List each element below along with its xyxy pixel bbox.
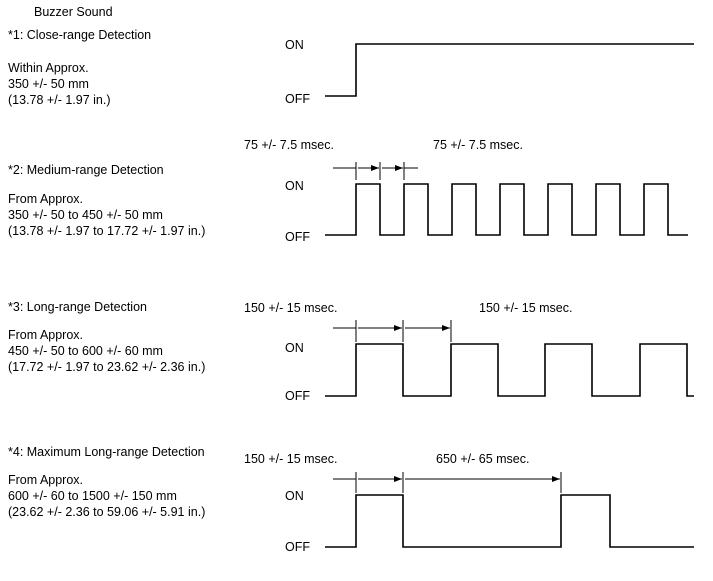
row2-desc-line3: (13.78 +/- 1.97 to 17.72 +/- 1.97 in.) xyxy=(8,224,206,238)
row2-waveform xyxy=(325,183,688,236)
row2-timing-left: 75 +/- 7.5 msec. xyxy=(244,138,334,152)
row4-on-label: ON xyxy=(285,489,304,503)
row4-desc-line2: 600 +/- 60 to 1500 +/- 150 mm xyxy=(8,489,177,503)
row1-desc-line2: 350 +/- 50 mm xyxy=(8,77,89,91)
diagram-title: Buzzer Sound xyxy=(34,5,113,19)
row2-off-label: OFF xyxy=(285,230,310,244)
row4-desc-line1: From Approx. xyxy=(8,473,84,487)
row2-heading: *2: Medium-range Detection xyxy=(8,163,164,177)
row4-off-label: OFF xyxy=(285,540,310,554)
row1-waveform xyxy=(325,43,694,97)
row3-on-label: ON xyxy=(285,341,304,355)
row4-timing-left: 150 +/- 15 msec. xyxy=(244,452,338,466)
row2-desc-line2: 350 +/- 50 to 450 +/- 50 mm xyxy=(8,208,163,222)
row4-waveform xyxy=(325,494,694,548)
row1-on-label: ON xyxy=(285,38,304,52)
row2-desc-line1: From Approx. xyxy=(8,192,84,206)
row3-timing-left: 150 +/- 15 msec. xyxy=(244,301,338,315)
row3-off-label: OFF xyxy=(285,389,310,403)
row3-heading: *3: Long-range Detection xyxy=(8,300,147,314)
row3-waveform xyxy=(325,343,694,397)
row1-heading: *1: Close-range Detection xyxy=(8,28,152,42)
row2-timing-right: 75 +/- 7.5 msec. xyxy=(433,138,523,152)
row4-timing-right: 650 +/- 65 msec. xyxy=(436,452,530,466)
row3-desc-line3: (17.72 +/- 1.97 to 23.62 +/- 2.36 in.) xyxy=(8,360,206,374)
row1-desc-line3: (13.78 +/- 1.97 in.) xyxy=(8,93,111,107)
row3-desc-line1: From Approx. xyxy=(8,328,84,342)
row4-heading: *4: Maximum Long-range Detection xyxy=(8,445,205,459)
row1-off-label: OFF xyxy=(285,92,310,106)
row2-on-label: ON xyxy=(285,179,304,193)
row1-desc-line1: Within Approx. xyxy=(8,61,89,75)
row3-timing-right: 150 +/- 15 msec. xyxy=(479,301,573,315)
row4-desc-line3: (23.62 +/- 2.36 to 59.06 +/- 5.91 in.) xyxy=(8,505,206,519)
row3-desc-line2: 450 +/- 50 to 600 +/- 60 mm xyxy=(8,344,163,358)
